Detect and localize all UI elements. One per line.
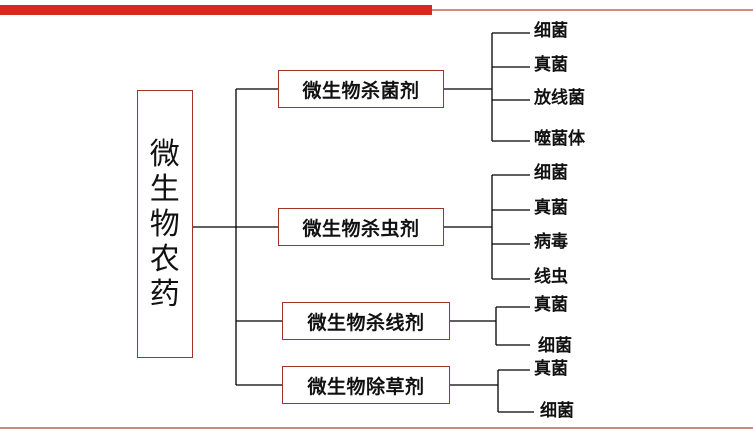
root-char: 生: [149, 171, 181, 207]
leaf-item: 细菌: [538, 336, 572, 356]
branch-label: 微生物除草剂: [307, 375, 425, 398]
branch-label: 微生物杀线剂: [307, 311, 425, 334]
branch-node-fungicide: 微生物杀菌剂: [278, 70, 444, 108]
root-char: 物: [149, 206, 181, 242]
branch-label: 微生物杀菌剂: [302, 79, 420, 102]
leaf-item: 真菌: [534, 359, 568, 379]
leaf-item: 放线菌: [534, 88, 585, 108]
leaf-item: 真菌: [534, 295, 568, 315]
leaf-item: 真菌: [534, 198, 568, 218]
leaf-item: 细菌: [534, 163, 568, 183]
slide-top-bar: [0, 5, 432, 15]
leaf-item: 细菌: [534, 21, 568, 41]
leaf-item: 真菌: [534, 55, 568, 75]
slide-bottom-rule: [0, 427, 753, 429]
root-char: 农: [149, 241, 181, 277]
leaf-item: 病毒: [534, 232, 568, 252]
slide-top-rule: [432, 9, 753, 11]
branch-node-herbicide: 微生物除草剂: [282, 366, 450, 404]
leaf-item: 细菌: [540, 401, 574, 421]
branch-node-nematicide: 微生物杀线剂: [282, 302, 450, 340]
root-char: 药: [149, 276, 181, 312]
leaf-item: 噬菌体: [534, 129, 585, 149]
leaf-item: 线虫: [534, 267, 568, 287]
branch-label: 微生物杀虫剂: [302, 217, 420, 240]
root-char: 微: [149, 136, 181, 172]
root-node: 微 生 物 农 药: [137, 90, 193, 358]
branch-node-insecticide: 微生物杀虫剂: [278, 208, 444, 246]
